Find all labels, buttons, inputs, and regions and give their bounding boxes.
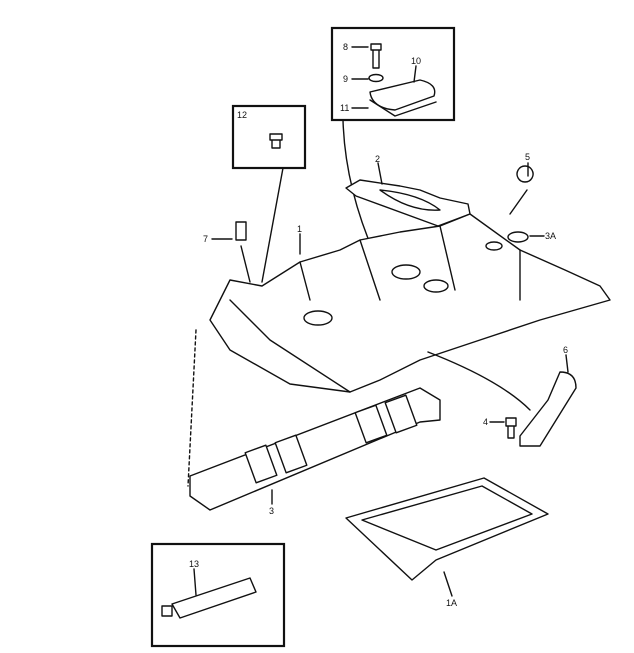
intake-manifold (209, 213, 611, 393)
callout-1: 1 (297, 224, 302, 234)
inset-plug (231, 104, 307, 283)
callout-5: 5 (525, 152, 530, 162)
callout-10: 10 (411, 56, 421, 66)
callout-7: 7 (203, 234, 208, 244)
callout-9: 9 (343, 74, 348, 84)
callout-8: 8 (343, 42, 348, 52)
callout-12: 12 (237, 110, 247, 120)
callout-1a: 1A (446, 598, 457, 608)
inset-sealant (150, 542, 286, 648)
callout-3: 3 (269, 506, 274, 516)
callout-6: 6 (563, 345, 568, 355)
callout-13: 13 (189, 559, 199, 569)
callout-11: 11 (340, 103, 349, 113)
callout-4: 4 (483, 417, 488, 427)
callout-3a: 3A (545, 231, 556, 241)
callout-2: 2 (375, 154, 380, 164)
